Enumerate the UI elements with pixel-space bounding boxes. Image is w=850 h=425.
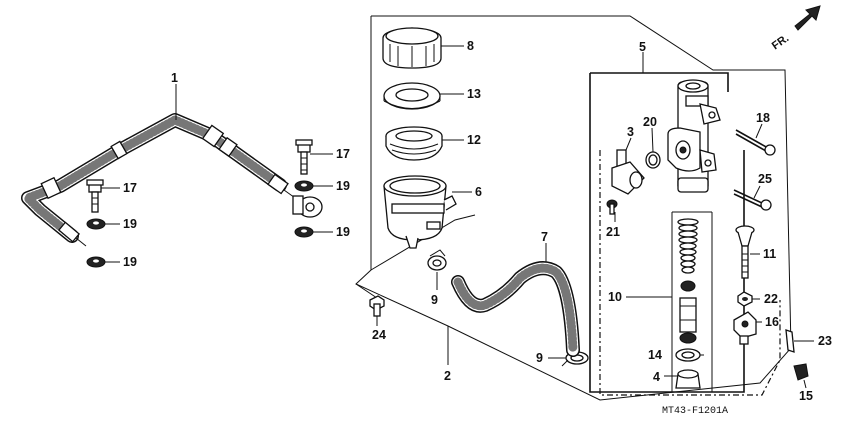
reservoir-diaphragm	[385, 126, 443, 161]
callout-24: 24	[372, 328, 386, 342]
callout-17-upper: 17	[336, 147, 350, 161]
callout-2: 2	[444, 369, 451, 383]
bolt-17-lower	[86, 179, 104, 213]
nut-22	[737, 291, 753, 307]
push-rod-joint	[733, 311, 757, 345]
callout-19-d: 19	[123, 255, 137, 269]
leader-lines	[101, 45, 814, 389]
callout-7: 7	[541, 230, 548, 244]
piston-kit	[671, 211, 713, 392]
reservoir-plate	[383, 82, 441, 110]
callout-20: 20	[643, 115, 657, 129]
diagram-code: MT43-F1201A	[662, 406, 728, 417]
callout-21: 21	[606, 225, 620, 239]
callout-14: 14	[648, 348, 662, 362]
callout-25: 25	[758, 172, 772, 186]
callout-9-lower: 9	[536, 351, 543, 365]
callout-12: 12	[467, 133, 481, 147]
front-direction-indicator: FR.	[770, 5, 821, 52]
reservoir-cap	[382, 27, 442, 69]
brake-hose	[21, 113, 323, 247]
push-rod	[735, 225, 755, 279]
joint-pin	[785, 329, 795, 353]
reservoir-hose	[451, 261, 580, 357]
callout-13: 13	[467, 87, 481, 101]
reservoir-tank	[383, 175, 457, 249]
callout-19-b: 19	[336, 225, 350, 239]
front-direction-label: FR.	[770, 32, 791, 52]
callout-3: 3	[627, 125, 634, 139]
callout-4: 4	[653, 370, 660, 384]
screw-21	[606, 199, 618, 215]
o-ring-20	[645, 151, 661, 169]
callout-19-a: 19	[336, 179, 350, 193]
callout-8: 8	[467, 39, 474, 53]
callout-17-lower: 17	[123, 181, 137, 195]
bolt-18	[735, 129, 776, 156]
callout-numbers: 1 2 3 4 5 6 7 8 9 9 10 11 12 13 14 15 16…	[123, 39, 832, 403]
callout-16: 16	[765, 315, 779, 329]
callout-1: 1	[171, 71, 178, 85]
piston-spring	[677, 218, 699, 274]
callout-11: 11	[763, 247, 776, 261]
bolt-24	[369, 295, 385, 317]
callout-18: 18	[756, 111, 770, 125]
master-cylinder	[667, 79, 721, 193]
callout-23: 23	[818, 334, 832, 348]
callout-6: 6	[475, 185, 482, 199]
hose-joint	[611, 149, 645, 195]
callout-22: 22	[764, 292, 778, 306]
callout-5: 5	[639, 40, 646, 54]
pin-clip	[793, 363, 809, 381]
bolt-25	[733, 189, 772, 211]
callout-19-c: 19	[123, 217, 137, 231]
hose-clip-upper	[427, 249, 447, 271]
callout-10: 10	[608, 290, 622, 304]
bolt-17-upper	[295, 139, 313, 175]
assembly-outline	[355, 15, 792, 401]
callout-9-upper: 9	[431, 293, 438, 307]
washers-19	[86, 180, 314, 268]
callout-15: 15	[799, 389, 813, 403]
